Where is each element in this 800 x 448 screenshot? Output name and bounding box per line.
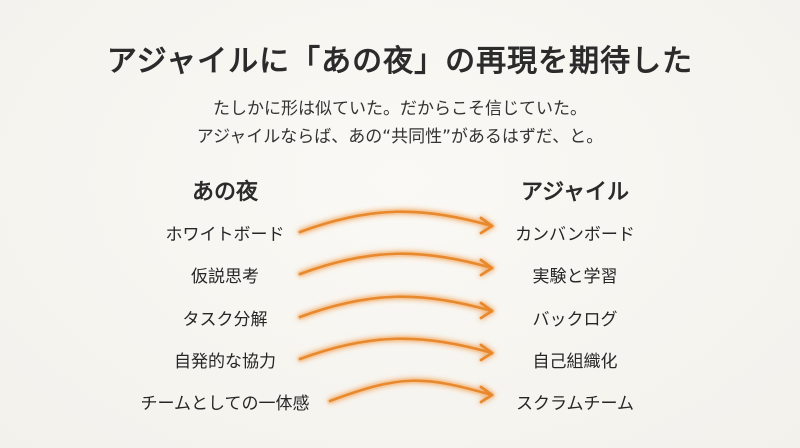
arrow-glow-5	[327, 377, 495, 404]
left-item-5: チームとしての一体感	[140, 394, 310, 414]
right-item-5: スクラムチーム	[516, 394, 634, 414]
right-item-3: バックログ	[532, 310, 618, 330]
left-item-2: 仮説思考	[191, 267, 259, 287]
right-item-4: 自己組織化	[532, 352, 618, 372]
left-item-4: 自発的な協力	[174, 352, 276, 372]
subtitle-line-1: たしかに形は似ていた。だからこそ信じていた。	[213, 99, 587, 119]
left-column-heading: あの夜	[191, 180, 258, 205]
right-item-2: 実験と学習	[532, 267, 618, 287]
right-item-1: カンバンボード	[515, 225, 635, 245]
arrow-5	[328, 379, 494, 403]
right-column-heading: アジャイル	[520, 180, 630, 205]
subtitle-line-2: アジャイルならば、あの“共同性”があるはずだ、と。	[196, 127, 604, 147]
left-item-1: ホワイトボード	[165, 225, 285, 245]
slide-title: アジャイルに「あの夜」の再現を期待した	[106, 44, 694, 79]
left-item-3: タスク分解	[182, 310, 268, 330]
